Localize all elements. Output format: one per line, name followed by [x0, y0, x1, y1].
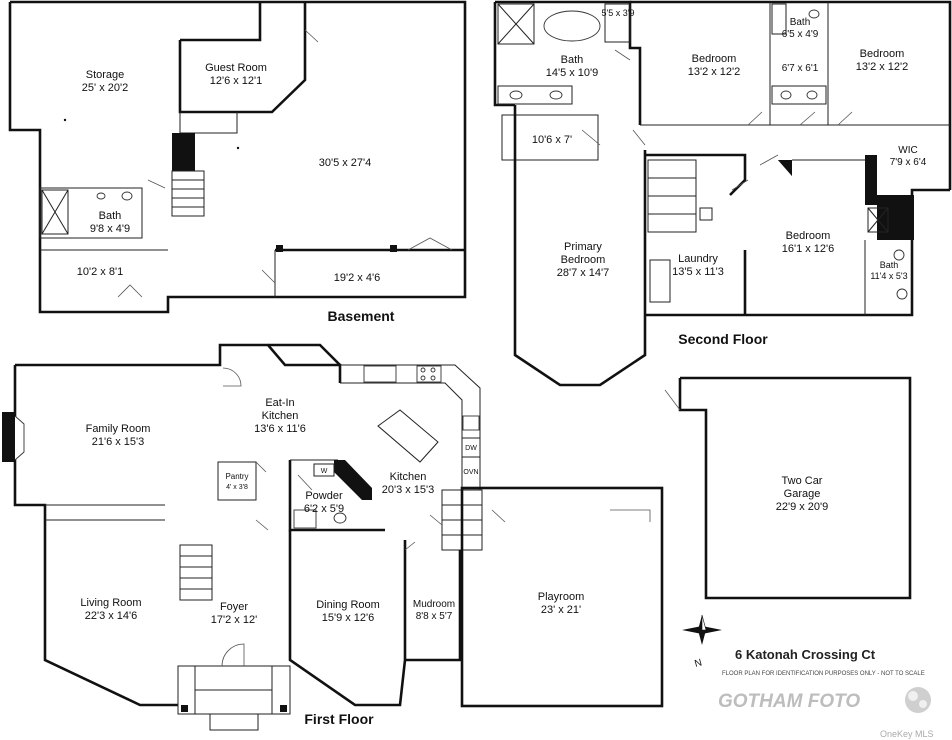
second-primary-bath-size: 14'5 x 10'9: [546, 67, 599, 79]
basement-bath-size: 9'8 x 4'9: [90, 223, 130, 235]
basement-room-a-size: 10'2 x 8'1: [77, 266, 123, 278]
room-labels: Storage 25' x 20'2 Guest Room 12'6 x 12'…: [77, 8, 927, 727]
second-bed1-size: 13'2 x 12'2: [688, 66, 741, 78]
washer-label: W: [321, 468, 328, 475]
first-living-name: Living Room: [80, 597, 141, 609]
property-address: 6 Katonah Crossing Ct: [735, 647, 876, 662]
second-bed1-name: Bedroom: [692, 53, 737, 65]
first-foyer-name: Foyer: [220, 601, 248, 613]
first-eatin-name2: Kitchen: [262, 410, 299, 422]
basement-guest-name: Guest Room: [205, 62, 267, 74]
first-dining-size: 15'9 x 12'6: [322, 612, 375, 624]
basement-bath-name: Bath: [99, 210, 122, 222]
oven-label: OVN: [463, 469, 478, 476]
first-eatin-name: Eat-In: [265, 397, 294, 409]
first-foyer-size: 17'2 x 12': [211, 614, 257, 626]
basement-room-b-size: 19'2 x 4'6: [334, 272, 380, 284]
second-small-bath-size: 5'5 x 3'9: [602, 8, 635, 18]
second-primary-size: 28'7 x 14'7: [557, 267, 610, 279]
second-wic-name: WIC: [898, 145, 917, 156]
basement-main-size: 30'5 x 27'4: [319, 157, 372, 169]
garage-size: 22'9 x 20'9: [776, 501, 829, 513]
first-floor-title: First Floor: [304, 711, 374, 727]
second-bed2-size: 13'2 x 12'2: [856, 61, 909, 73]
second-bed3-name: Bedroom: [786, 230, 831, 242]
basement-plan: [8, 0, 467, 314]
second-bed2-name: Bedroom: [860, 48, 905, 60]
second-bed3-size: 16'1 x 12'6: [782, 243, 835, 255]
compass-icon: N: [682, 614, 722, 670]
second-bath3-name: Bath: [880, 260, 899, 270]
second-bath2-name: Bath: [790, 17, 811, 28]
second-bath2-size: 6'5 x 4'9: [782, 29, 819, 40]
first-pantry-size: 4' x 3'8: [226, 484, 248, 491]
second-floor-plan: [493, 0, 952, 387]
compass-north-label: N: [693, 657, 703, 669]
basement-guest-size: 12'6 x 12'1: [210, 75, 263, 87]
second-laundry-size: 13'5 x 11'3: [672, 266, 724, 278]
first-powder-name: Powder: [305, 490, 343, 502]
second-hall-bath-size: 6'7 x 6'1: [782, 63, 819, 74]
second-closet-size: 10'6 x 7': [532, 134, 572, 146]
second-floor-title: Second Floor: [678, 331, 768, 347]
first-mudroom-size: 8'8 x 5'7: [416, 611, 453, 622]
second-bath3-size: 11'4 x 5'3: [870, 271, 907, 281]
first-kitchen-name: Kitchen: [390, 471, 427, 483]
first-playroom-size: 23' x 21': [541, 604, 581, 616]
second-primary-bath-name: Bath: [561, 54, 584, 66]
floor-plan-disclaimer: FLOOR PLAN FOR IDENTIFICATION PURPOSES O…: [722, 671, 925, 677]
garage-name2: Garage: [784, 488, 821, 500]
first-eatin-size: 13'6 x 11'6: [254, 423, 306, 435]
first-floor-plan: [2, 343, 664, 731]
mls-watermark: OneKey MLS: [880, 729, 934, 739]
first-family-name: Family Room: [86, 423, 151, 435]
first-mudroom-name: Mudroom: [413, 599, 455, 610]
brand-logo-icon: [905, 687, 931, 713]
first-powder-size: 6'2 x 5'9: [304, 503, 344, 515]
second-laundry-name: Laundry: [678, 253, 718, 265]
basement-storage-name: Storage: [86, 69, 125, 81]
second-wic-size: 7'9 x 6'4: [890, 157, 927, 168]
first-family-size: 21'6 x 15'3: [92, 436, 145, 448]
first-playroom-name: Playroom: [538, 591, 584, 603]
dishwasher-label: DW: [465, 445, 477, 452]
basement-title: Basement: [328, 308, 395, 324]
basement-storage-size: 25' x 20'2: [82, 82, 128, 94]
second-primary-name2: Bedroom: [561, 254, 606, 266]
garage-name: Two Car: [782, 475, 823, 487]
first-kitchen-size: 20'3 x 15'3: [382, 484, 435, 496]
first-living-size: 22'3 x 14'6: [85, 610, 138, 622]
brand-wordmark: GOTHAM FOTO: [718, 691, 860, 712]
second-primary-name: Primary: [564, 241, 602, 253]
garage-plan: [664, 376, 912, 600]
first-dining-name: Dining Room: [316, 599, 380, 611]
first-pantry-name: Pantry: [225, 472, 248, 481]
